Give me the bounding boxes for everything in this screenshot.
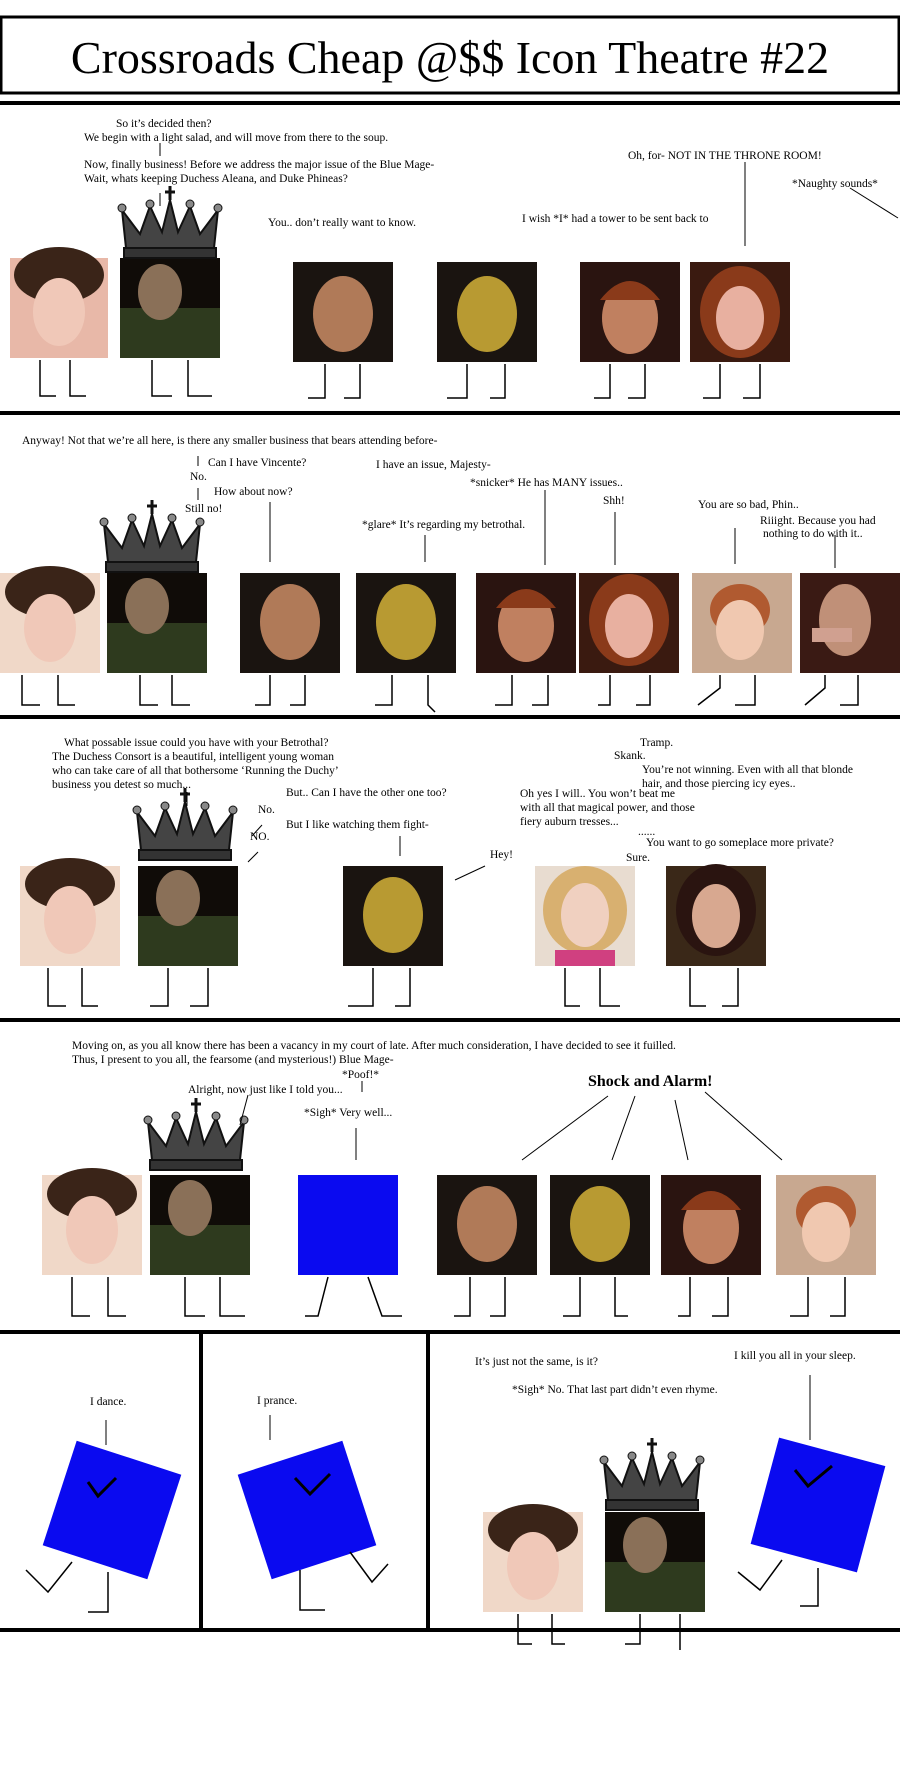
panel-6 bbox=[237, 1415, 389, 1611]
panel-7 bbox=[483, 1375, 886, 1650]
speech-poof: *Poof!* bbox=[342, 1069, 380, 1081]
speech-blue-mage: I kill you all in your sleep. bbox=[734, 1350, 856, 1362]
speech-queen: It’s just not the same, is it? bbox=[475, 1356, 598, 1368]
speech-blonde: fiery auburn tresses... bbox=[520, 816, 619, 828]
speech-king: Wait, whats keeping Duchess Aleana, and … bbox=[84, 173, 348, 185]
speech-redhead: Shh! bbox=[603, 495, 625, 507]
speech-king: NO. bbox=[250, 831, 270, 843]
panel-5 bbox=[25, 1420, 182, 1613]
panel-3 bbox=[20, 786, 766, 1007]
crown-icon bbox=[131, 786, 239, 862]
speech-gold-man: I wish *I* had a tower to be sent back t… bbox=[522, 213, 709, 225]
speech-blonde: Sure. bbox=[626, 852, 650, 864]
speech-dark-woman: ...... bbox=[638, 826, 656, 838]
speech-red-man: *snicker* He has MANY issues.. bbox=[470, 477, 623, 489]
speech-blue-mage: I prance. bbox=[257, 1395, 298, 1407]
speech-blonde: Skank. bbox=[614, 750, 646, 762]
title-frame bbox=[0, 15, 900, 95]
speech-woman: But I like watching them fight- bbox=[286, 819, 429, 831]
speech-dark-woman: You’re not winning. Even with all that b… bbox=[642, 764, 853, 776]
speech-king: What possable issue could you have with … bbox=[64, 737, 329, 749]
speech-king: Still no! bbox=[185, 503, 223, 515]
speech-blue-mage: I dance. bbox=[90, 1396, 127, 1408]
speech-king: No. bbox=[190, 471, 207, 483]
speech-blonde: Oh yes I will.. You won’t beat me bbox=[520, 788, 676, 800]
speech-king: The Duchess Consort is a beautiful, inte… bbox=[52, 751, 335, 763]
speech-smoking-man: nothing to do with it.. bbox=[763, 528, 863, 540]
speech-king: *Sigh* No. That last part didn’t even rh… bbox=[512, 1384, 718, 1396]
speech-offscreen: *Naughty sounds* bbox=[792, 178, 878, 190]
speech-king: Moving on, as you all know there has bee… bbox=[72, 1040, 676, 1052]
speech-dark-woman: Tramp. bbox=[640, 737, 674, 749]
comic-title: Crossroads Cheap @$$ Icon Theatre #22 bbox=[70, 32, 830, 83]
blue-mage-square bbox=[750, 1437, 886, 1573]
speech-king: We begin with a light salad, and will mo… bbox=[84, 132, 389, 144]
crown-icon bbox=[116, 184, 224, 260]
speech-king: business you detest so much... bbox=[52, 779, 191, 791]
speech-king: Now, finally business! Before we address… bbox=[84, 159, 435, 171]
speech-gold-man: Hey! bbox=[490, 849, 513, 861]
speech-king: Anyway! Not that we’re all here, is ther… bbox=[22, 435, 438, 447]
speech-woman: But.. Can I have the other one too? bbox=[286, 787, 447, 799]
blue-mage-square bbox=[237, 1440, 377, 1580]
speech-king: who can take care of all that bothersome… bbox=[52, 765, 339, 777]
speech-blonde: with all that magical power, and those bbox=[520, 802, 695, 814]
speech-king: No. bbox=[258, 804, 275, 816]
panel-2 bbox=[0, 456, 900, 713]
speech-smoking-man: Riiight. Because you had bbox=[760, 515, 876, 527]
speech-gold-man: *glare* It’s regarding my betrothal. bbox=[362, 519, 526, 531]
speech-king: Alright, now just like I told you... bbox=[188, 1084, 343, 1096]
crown-icon bbox=[598, 1436, 706, 1512]
speech-dark-woman: You want to go someplace more private? bbox=[646, 837, 834, 849]
crown-icon bbox=[142, 1096, 250, 1172]
speech-woman: How about now? bbox=[214, 486, 293, 498]
blue-mage-square bbox=[42, 1440, 182, 1580]
speech-king: Thus, I present to you all, the fearsome… bbox=[72, 1054, 394, 1066]
speech-blue-mage: *Sigh* Very well... bbox=[304, 1107, 393, 1119]
blue-mage-square bbox=[298, 1175, 398, 1275]
speech-gold-man: I have an issue, Majesty- bbox=[376, 459, 491, 471]
speech-king: So it’s decided then? bbox=[116, 118, 212, 130]
speech-redhead: Oh, for- NOT IN THE THRONE ROOM! bbox=[628, 150, 822, 162]
speech-woman: You.. don’t really want to know. bbox=[268, 217, 417, 229]
speech-dark-woman: hair, and those piercing icy eyes.. bbox=[642, 778, 796, 790]
panel-4 bbox=[42, 1081, 876, 1317]
speech-woman: Can I have Vincente? bbox=[208, 457, 307, 469]
caption-shock: Shock and Alarm! bbox=[588, 1073, 713, 1090]
speech-strawberry-woman: You are so bad, Phin.. bbox=[698, 499, 799, 511]
panel-1 bbox=[10, 143, 899, 399]
